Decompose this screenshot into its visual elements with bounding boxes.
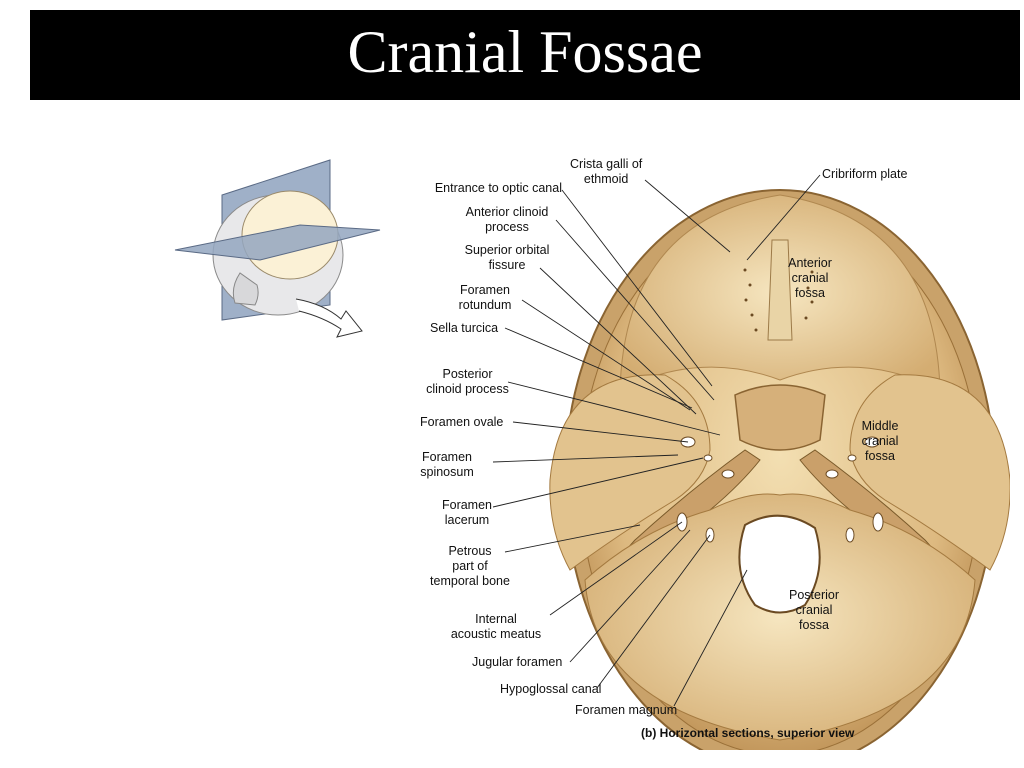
middle-fossa-left: [549, 374, 711, 571]
label-optic-canal: Entrance to optic canal: [434, 181, 562, 195]
label-sella-turcica: Sella turcica: [430, 321, 499, 335]
title-bar: Cranial Fossae: [30, 10, 1020, 100]
label-hypoglossal: Hypoglossal canal: [500, 682, 602, 696]
label-lacerum: Foramen lacerum: [441, 498, 493, 527]
horizontal-plane: [174, 224, 381, 261]
label-posterior-fossa: Posterior cranial fossa: [788, 588, 840, 632]
foramina: [676, 436, 884, 543]
middle-fossa-right: [849, 374, 1010, 571]
skull-jaw: [232, 272, 259, 306]
label-anterior-clinoid: Anterior clinoid process: [465, 205, 549, 234]
label-petrous: Petrous part of temporal bone: [430, 544, 510, 588]
label-superior-orbital: Superior orbital fissure: [464, 243, 550, 272]
label-magnum: Foramen magnum: [575, 703, 678, 717]
arrow-icon: [295, 298, 363, 338]
cribriform-holes: [743, 268, 814, 332]
label-anterior-fossa: Anterior cranial fossa: [788, 256, 832, 300]
label-crista-galli: Crista galli of ethmoid: [570, 157, 643, 186]
label-jugular: Jugular foramen: [472, 655, 563, 669]
label-ovale: Foramen ovale: [420, 415, 504, 429]
label-acoustic-meatus: Internal acoustic meatus: [450, 612, 542, 641]
orientation-inset: [174, 159, 381, 338]
slide-title: Cranial Fossae: [347, 19, 703, 85]
posterior-fossa-region: [584, 493, 976, 741]
cranial-base-diagram: [492, 174, 1010, 750]
label-spinosum: Foramen spinosum: [420, 450, 474, 479]
label-rotundum: Foramen rotundum: [458, 283, 512, 312]
figure-caption: (b) Horizontal sections, superior view: [641, 726, 855, 740]
label-cribriform-plate: Cribriform plate: [822, 167, 908, 181]
sella-turcica: [734, 384, 826, 451]
label-posterior-clinoid: Posterior clinoid process: [426, 367, 509, 396]
leader-lines: [492, 174, 821, 707]
label-middle-fossa: Middle cranial fossa: [861, 419, 899, 463]
crista-galli: [767, 239, 793, 341]
